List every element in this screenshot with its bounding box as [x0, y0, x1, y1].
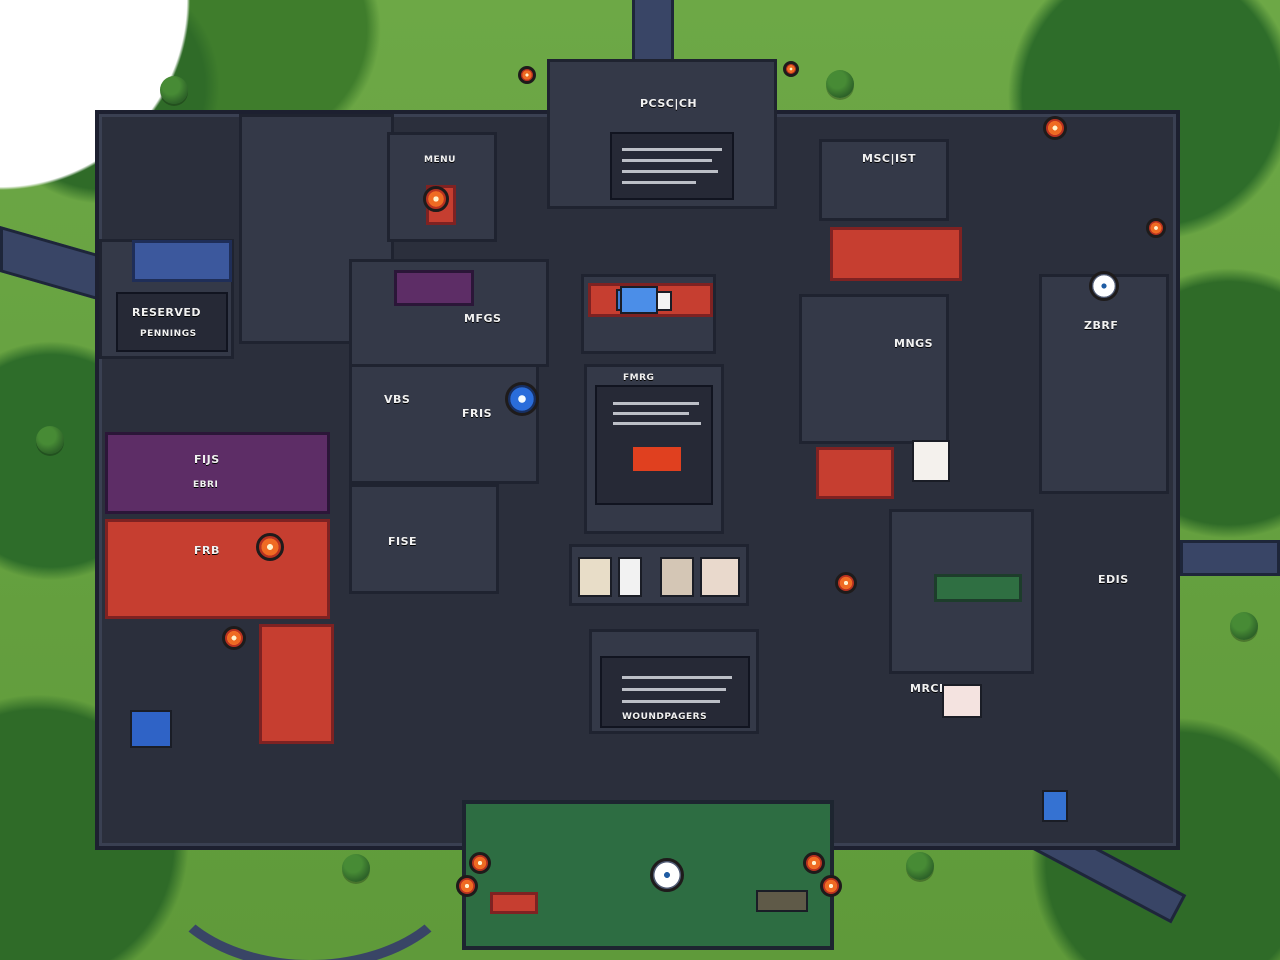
quest-marker-icon[interactable] [803, 852, 825, 874]
left-panel: RESERVED PENNINGS [116, 292, 228, 352]
north-west-room: RESERVED PENNINGS [99, 239, 234, 359]
red-room-west: FRB [105, 519, 330, 619]
meeting-room-code: FRIS [462, 407, 492, 420]
main-building: RESERVED PENNINGS FIJS EBRI FRB MENU PCS… [95, 59, 1180, 850]
central-west-room: MFGS [349, 259, 549, 367]
quest-marker-icon[interactable] [1146, 218, 1166, 238]
document-icon[interactable] [656, 291, 672, 311]
northeast-control-room: MSC|IST [819, 139, 962, 281]
left-panel-label: RESERVED [132, 306, 202, 319]
left-panel-subtitle: PENNINGS [140, 329, 197, 339]
tree [342, 854, 370, 882]
map-icon[interactable] [130, 710, 172, 748]
far-east-room: ZBRF EDIS [1039, 274, 1169, 586]
quest-marker-icon[interactable] [783, 61, 799, 77]
info-icon[interactable] [1042, 790, 1068, 822]
quest-marker-icon[interactable] [456, 875, 478, 897]
top-center-sign: PCSC|CH [640, 97, 698, 110]
purple-console [394, 270, 474, 306]
west-road-upper[interactable] [0, 226, 110, 304]
east-lab: MRCN [889, 509, 1034, 695]
gallery-room [569, 544, 749, 606]
top-center-panel [610, 132, 734, 200]
blue-roof-wing [132, 240, 232, 282]
purple-room-code: EBRI [193, 480, 219, 490]
lab-room-label: FISE [388, 535, 418, 548]
south-center-room: WOUNDPAGERS [589, 629, 759, 734]
quest-marker-icon[interactable] [423, 186, 449, 212]
screen-icon[interactable] [620, 286, 658, 314]
top-center-room: PCSC|CH [547, 59, 777, 209]
quest-marker-icon[interactable] [469, 852, 491, 874]
tree [160, 76, 188, 104]
poster-icon[interactable] [912, 440, 950, 482]
purple-room: FIJS EBRI [105, 432, 330, 514]
central-hall: FMRG [584, 364, 724, 534]
east-center-label: MNGS [894, 337, 934, 350]
south-center-label: WOUNDPAGERS [622, 712, 708, 722]
red-room-label: FRB [194, 544, 220, 557]
east-lab-label: MRCN [910, 682, 949, 695]
entry-bench-icon[interactable] [756, 890, 808, 912]
northeast-control-label: MSC|IST [862, 152, 916, 165]
photo-icon[interactable] [700, 557, 740, 597]
north-room-a-label: MENU [424, 155, 456, 165]
badge-icon[interactable] [942, 684, 982, 718]
east-center-red-lab [816, 447, 894, 499]
entry-red-sign [490, 892, 538, 914]
quest-marker-icon[interactable] [820, 875, 842, 897]
central-west-label: MFGS [464, 312, 502, 325]
tree [826, 70, 854, 98]
far-east-label: ZBRF [1084, 319, 1119, 332]
quest-marker-icon[interactable] [256, 533, 284, 561]
south-entry-plaza [462, 800, 834, 950]
quest-marker-icon[interactable] [518, 66, 536, 84]
person-marker-icon[interactable] [1089, 271, 1119, 301]
photo-icon[interactable] [660, 557, 694, 597]
quest-marker-icon[interactable] [1043, 116, 1067, 140]
purple-room-label: FIJS [194, 453, 220, 466]
globe-icon[interactable] [505, 382, 539, 416]
entrance-marker-icon[interactable] [650, 858, 684, 892]
tree [1230, 612, 1258, 640]
far-east-code: EDIS [1098, 573, 1129, 586]
meeting-room-label: VBS [384, 393, 411, 406]
tree [36, 426, 64, 454]
photo-icon[interactable] [618, 557, 642, 597]
meeting-room: VBS FRIS [349, 364, 539, 484]
east-road[interactable] [1180, 540, 1280, 576]
red-room-southwest [259, 624, 334, 744]
photo-icon[interactable] [578, 557, 612, 597]
northeast-red-room [830, 227, 962, 281]
tree [906, 852, 934, 880]
quest-marker-icon[interactable] [835, 572, 857, 594]
lab-room: FISE [349, 484, 499, 594]
central-hall-label: FMRG [623, 373, 655, 383]
central-display [595, 385, 713, 505]
east-center-room: MNGS [799, 294, 949, 499]
south-center-panel: WOUNDPAGERS [600, 656, 750, 728]
quest-marker-icon[interactable] [222, 626, 246, 650]
green-equipment-panel [934, 574, 1022, 602]
